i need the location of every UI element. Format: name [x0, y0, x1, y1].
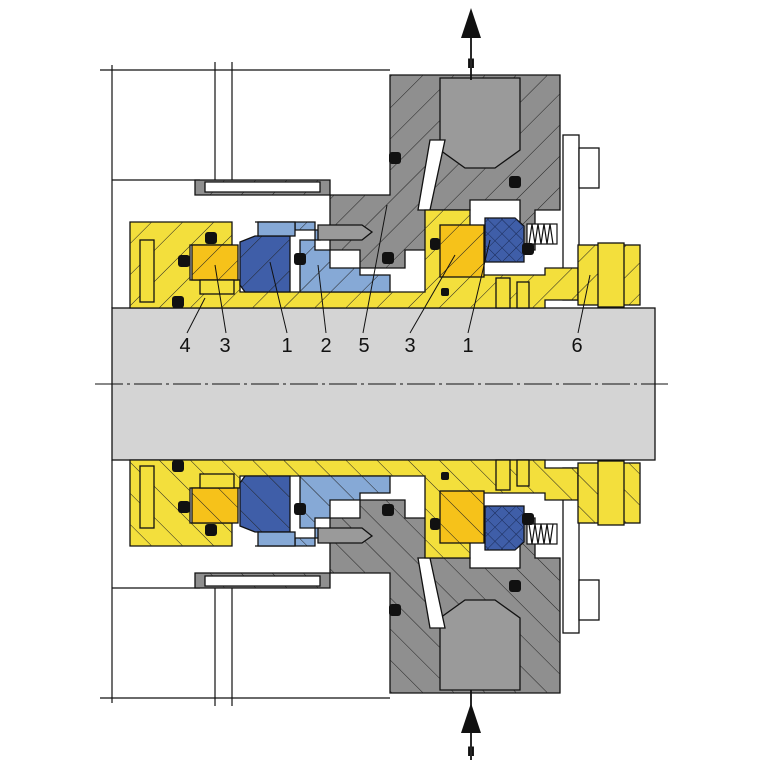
inlet-mark: II	[467, 743, 475, 759]
upper-half-section	[99, 61, 641, 309]
part-label-3-inboard: 3	[219, 335, 230, 357]
part-label-6: 6	[571, 335, 582, 357]
outlet-arrow	[461, 8, 481, 80]
part-label-1-inboard: 1	[281, 335, 292, 357]
part-label-2: 2	[320, 335, 331, 357]
part-label-1-outboard: 1	[462, 335, 473, 357]
part-label-5: 5	[358, 335, 369, 357]
outlet-mark: II	[467, 55, 475, 71]
leader-lines	[186, 204, 591, 334]
part-label-4: 4	[179, 335, 190, 357]
lower-half-section	[99, 459, 641, 707]
part-label-3-outboard: 3	[404, 335, 415, 357]
inlet-arrow	[461, 690, 481, 760]
